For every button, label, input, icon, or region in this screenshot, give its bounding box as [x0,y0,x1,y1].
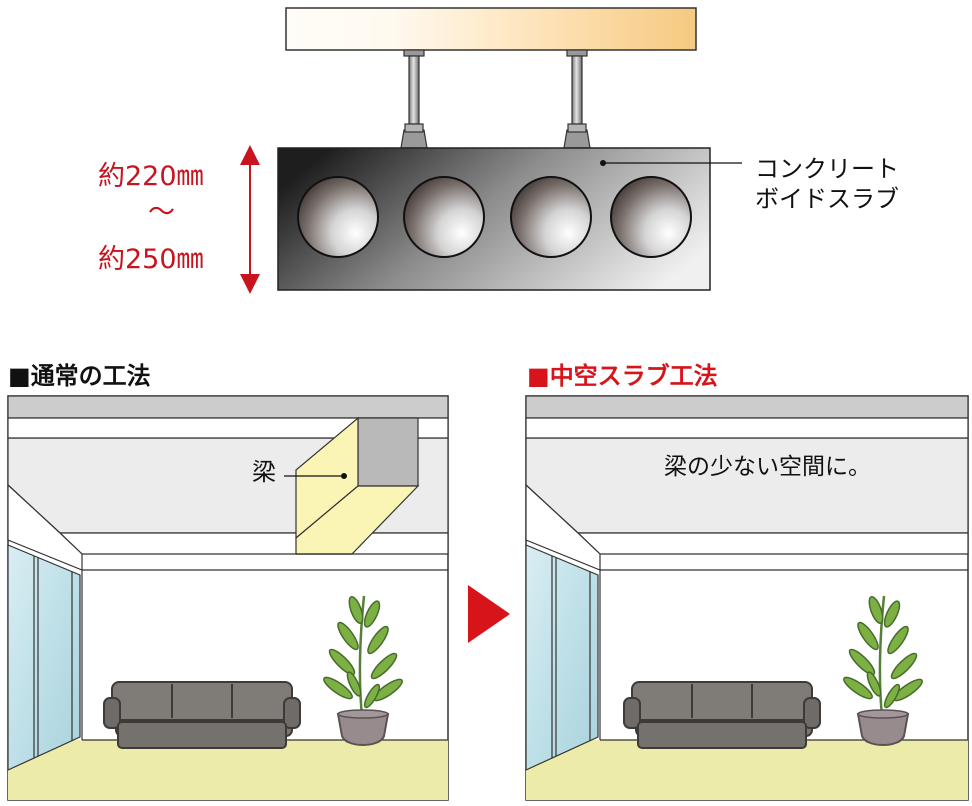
sofa [103,681,301,749]
side-ceiling-edge [525,483,601,571]
ceiling-surface [525,437,969,534]
thickness-min-label: 約220㎜ [98,161,204,192]
transition-arrow [468,585,510,643]
beam-callout: 梁 [252,458,347,486]
ceiling-front-band [525,417,969,439]
upper-floor-slab [285,7,697,51]
window [525,544,599,771]
floor [8,740,448,800]
void-hole [297,176,379,258]
heading-marker-red: ■ [527,362,550,390]
support-right [563,49,591,149]
beam [295,416,420,555]
ceiling-slab [525,395,969,419]
side-ceiling-edge [7,483,83,571]
thickness-max-label: 約250㎜ [98,244,204,275]
thickness-tilde: 〜 [148,197,175,228]
void-hole [403,176,485,258]
heading-conventional: 通常の工法 [31,362,151,390]
hollow-slab-caption: 梁の少ない空間に。 [664,454,871,480]
window [7,544,81,771]
thickness-dimension: 約220㎜ 〜 約250㎜ [98,145,260,294]
panel-hollow-slab: ■中空スラブ工法 梁の少ない空間に。 [525,362,969,801]
slab-callout-line1: コンクリート [755,155,899,183]
ceiling-lower-band [576,532,969,555]
panel-conventional: ■通常の工法 梁 [7,362,449,801]
beam-label: 梁 [252,458,276,486]
ceiling-lower-band [58,532,449,555]
svg-text:■中空スラブ工法: ■中空スラブ工法 [527,362,718,390]
slab-callout: コンクリート ボイドスラブ [600,155,899,213]
void-slab-section: コンクリート ボイドスラブ 約220㎜ 〜 約250㎜ [98,7,899,294]
void-hole [610,176,692,258]
heading-marker-black: ■ [8,362,31,390]
svg-text:■通常の工法: ■通常の工法 [8,362,151,390]
sofa [623,681,821,749]
void-hole [510,176,592,258]
ceiling-front-band [7,417,449,439]
slab-callout-line2: ボイドスラブ [755,185,899,213]
heading-hollow-slab: 中空スラブ工法 [550,362,718,390]
floor [526,740,968,800]
ceiling-slab [7,395,449,419]
support-left [400,49,428,149]
